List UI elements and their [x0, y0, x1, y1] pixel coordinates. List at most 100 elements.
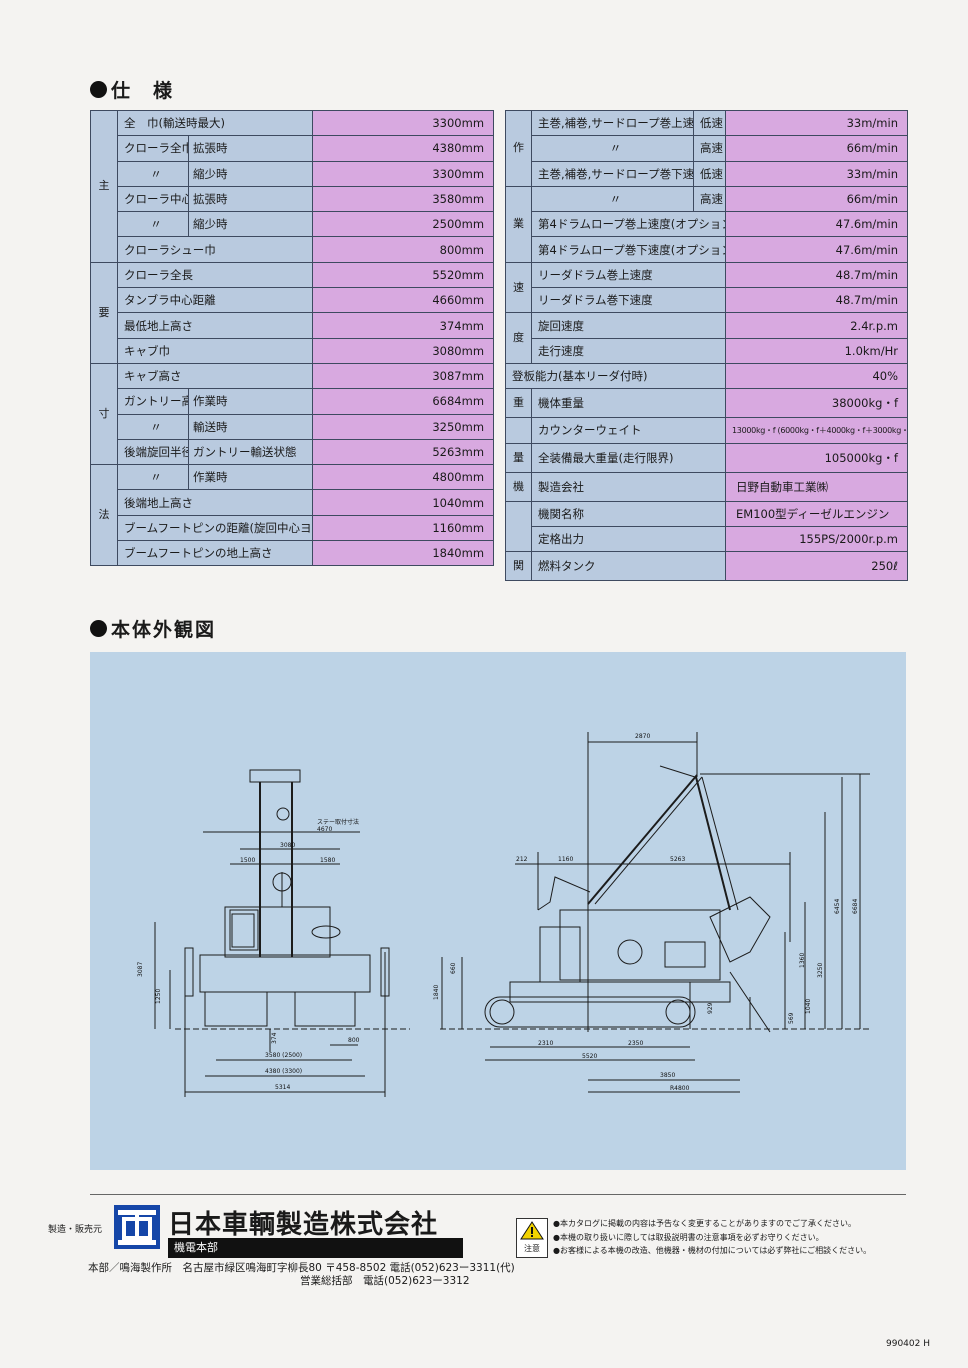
category-cell: 法 — [90, 464, 118, 567]
spec-value: 66m/min — [725, 135, 908, 162]
category-cell: 速 — [505, 261, 532, 314]
dim-label: 5520 — [582, 1053, 597, 1060]
spec-value: 1040mm — [312, 489, 495, 516]
company-name: 日本車輌製造株式会社 — [168, 1210, 439, 1240]
address-line-2: 営業総括部 電話(052)623ー3312 — [300, 1275, 470, 1287]
spec-value: 47.6m/min — [725, 211, 908, 238]
dim-label: 1580 — [320, 857, 335, 864]
spec-label: 第4ドラムロープ巻上速度(オプション) — [531, 211, 726, 238]
dim-label: 1360 — [799, 953, 806, 968]
spec-row: 量全装備最大重量(走行限界)105000kg・f — [505, 442, 908, 473]
dim-label: 3250 — [817, 963, 824, 978]
category-cell: 主 — [90, 110, 118, 263]
spec-label: 主巻,補巻,サードロープ巻下速度 — [531, 160, 694, 187]
spec-label: 後端地上高さ — [116, 489, 314, 516]
spec-sublabel: 縮少時 — [187, 160, 314, 187]
spec-value: 1160mm — [312, 514, 495, 542]
dim-label: 1250 — [155, 989, 162, 1004]
category-cell: 度 — [505, 312, 532, 364]
spec-row: 登板能力(基本リーダ付時)40% — [505, 362, 908, 390]
dim-label: R4800 — [670, 1085, 690, 1092]
spec-value: 3300mm — [312, 109, 495, 137]
dim-label: 1040 — [805, 999, 812, 1014]
spec-label: 〃 — [531, 135, 694, 162]
spec-row: 主全 巾(輸送時最大)3300mm — [90, 109, 495, 263]
dim-label: 800 — [348, 1037, 360, 1044]
notes-list: ●本カタログに掲載の内容は予告なく変更することがありますのでご了承ください。 ●… — [553, 1217, 871, 1258]
spec-value: 105000kg・f — [725, 442, 908, 473]
category-cell — [505, 417, 532, 444]
category-cell: 要 — [90, 261, 118, 364]
spec-sublabel: 作業時 — [187, 388, 314, 415]
side-view — [440, 732, 870, 1093]
spec-label: キャブ高さ — [116, 362, 314, 390]
spec-sublabel: 低速 — [693, 109, 726, 137]
spec-label: リーダドラム巻上速度 — [531, 261, 726, 289]
spec-label: クローラ中心距離 — [117, 185, 189, 213]
spec-value: 800mm — [312, 236, 495, 263]
dim-label: 4670 — [317, 826, 332, 833]
exterior-heading-text: 本体外観図 — [111, 619, 217, 641]
spec-label: 〃 — [117, 464, 189, 491]
spec-label: クローラシュー巾 — [116, 236, 314, 263]
dim-label: 6684 — [852, 899, 859, 914]
dim-label: 374 — [271, 1032, 278, 1044]
footer-divider — [90, 1194, 906, 1195]
spec-label: 〃 — [531, 185, 694, 213]
spec-label: 第4ドラムロープ巻下速度(オプション) — [531, 236, 726, 263]
spec-value: 374mm — [312, 312, 495, 339]
dim-label: 1500 — [240, 857, 255, 864]
spec-value: 5263mm — [312, 438, 495, 466]
dim-label: 6454 — [834, 899, 841, 914]
dim-label: 3850 — [660, 1072, 675, 1079]
dim-label: ステー取付寸法 — [317, 818, 359, 826]
dim-label: 2350 — [628, 1040, 643, 1047]
spec-value: 66m/min — [725, 185, 908, 213]
spec-value: 4800mm — [312, 464, 495, 491]
spec-value: 3300mm — [312, 160, 495, 187]
dim-label: 2870 — [635, 733, 650, 740]
spec-label: 最低地上高さ — [116, 312, 314, 339]
spec-label: 燃料タンク — [531, 551, 726, 582]
dim-label: 5314 — [275, 1084, 290, 1091]
category-cell: 業 — [505, 185, 532, 263]
category-cell: 寸 — [90, 362, 118, 466]
category-cell: 量 — [505, 442, 532, 473]
spec-value: 250ℓ — [725, 551, 908, 582]
spec-label: タンブラ中心距離 — [116, 287, 314, 314]
spec-label: ブームフートピンの地上高さ — [116, 540, 314, 567]
spec-label: 後端旋回半径 — [117, 438, 189, 466]
spec-value: 155PS/2000r.p.m — [725, 525, 908, 553]
spec-label: 定格出力 — [531, 525, 726, 553]
note-item: ●お客様による本機の改造、他機器・機材の付加については必ず弊社にご相談ください。 — [553, 1246, 872, 1255]
spec-value: 日野自動車工業㈱ — [725, 471, 908, 502]
category-cell: 機 — [505, 471, 532, 502]
spec-label: クローラ全長 — [116, 261, 314, 289]
category-cell — [505, 500, 532, 553]
spec-value: 33m/min — [725, 160, 908, 187]
spec-label: リーダドラム巻下速度 — [531, 287, 726, 314]
spec-label: 全装備最大重量(走行限界) — [531, 442, 726, 473]
division-name: 機電本部 — [174, 1241, 218, 1254]
caution-box: 注意 — [516, 1218, 548, 1258]
specs-heading-text: 仕 様 — [111, 80, 175, 102]
spec-sublabel: 縮少時 — [187, 211, 314, 238]
spec-row: ガントリー高さ作業時6684mm — [91, 388, 495, 415]
spec-label: 旋回速度 — [531, 312, 726, 339]
spec-value: 3580mm — [312, 185, 495, 213]
